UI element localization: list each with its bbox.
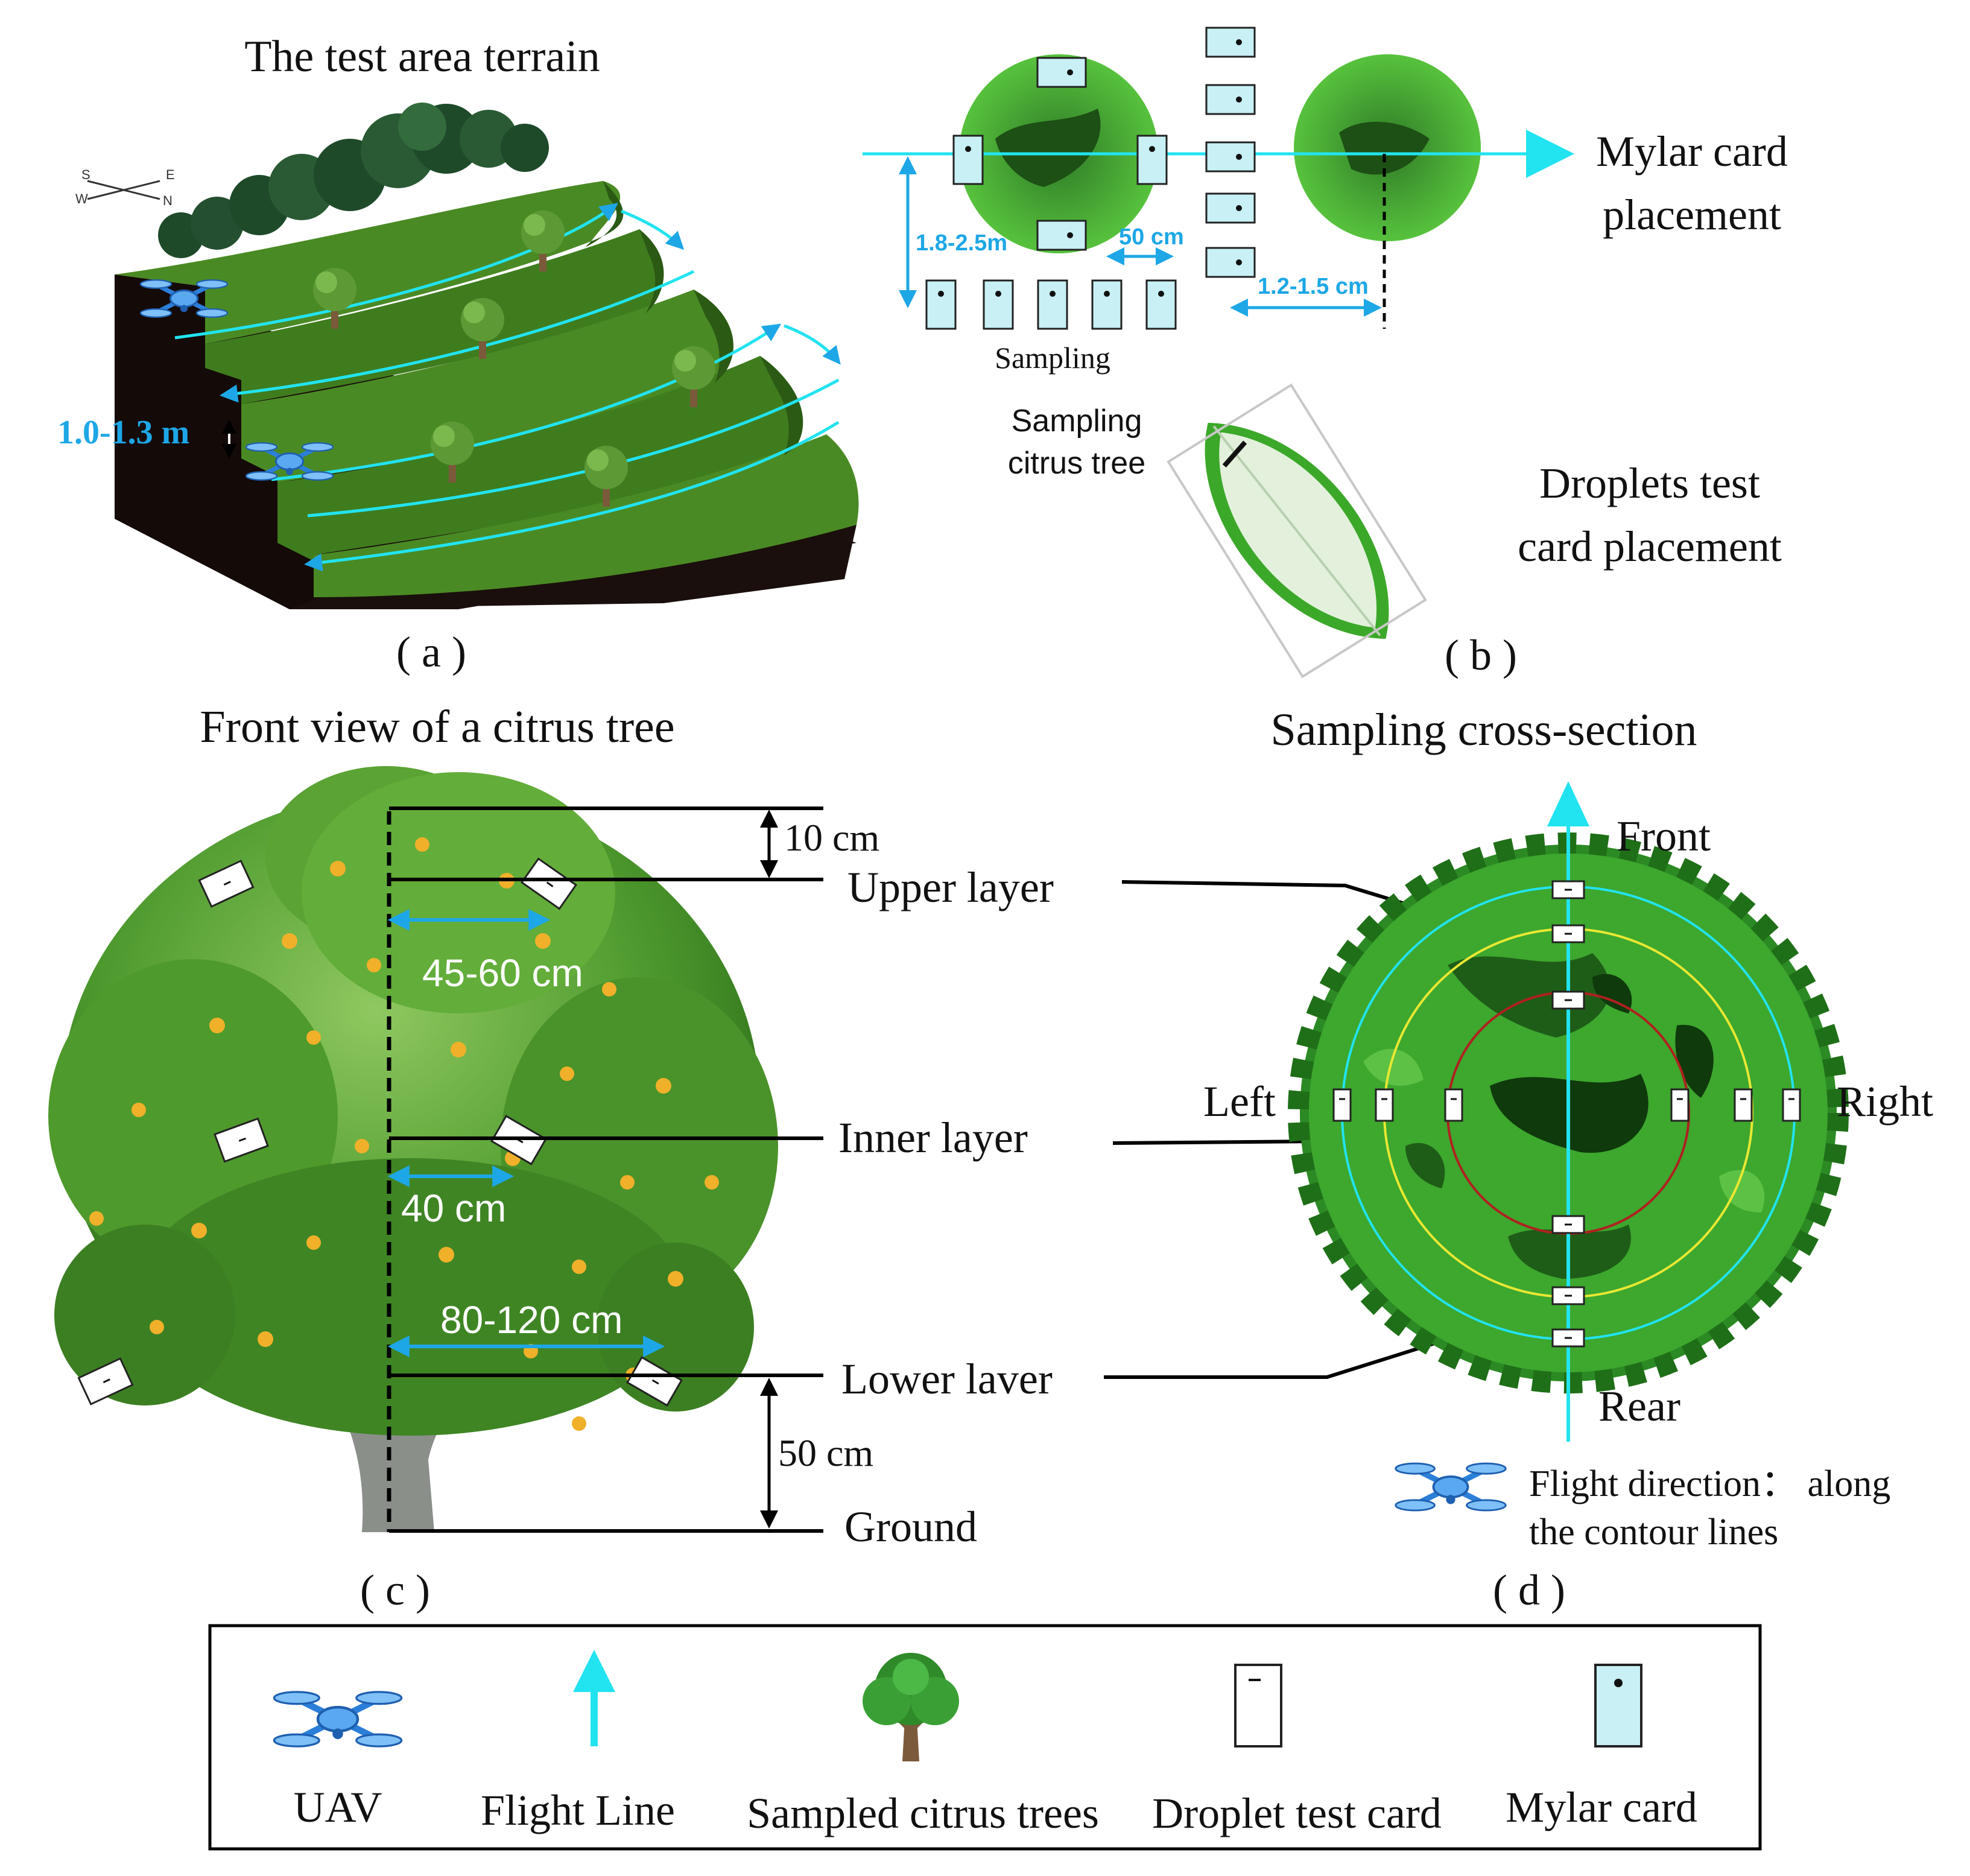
panel-c-title: Front view of a citrus tree: [200, 702, 674, 752]
droplet-placement-label-1: Droplets test: [1539, 459, 1760, 507]
mylar-card: [1205, 192, 1256, 224]
sampling-tree-label-1: Sampling: [1012, 404, 1142, 439]
right-label: Right: [1837, 1077, 1933, 1126]
flight-line-arrowhead: [1526, 130, 1574, 178]
panel-a: The test area terrain: [57, 32, 859, 676]
droplet-placement-label-2: card placement: [1518, 522, 1782, 571]
mylar-card: [1205, 247, 1256, 278]
card-spacing-label: 50 cm: [1119, 224, 1184, 250]
panel-d: Sampling cross-section: [1203, 705, 1933, 1614]
legend-uav-label: UAV: [294, 1783, 382, 1831]
terrace-2: [241, 290, 730, 483]
droplet-card: [214, 1117, 269, 1163]
mylar-card: [1036, 220, 1087, 251]
leaf-with-droplet-card: [1167, 383, 1427, 679]
mylar-card: [925, 279, 957, 330]
legend-flight-line-label: Flight Line: [481, 1786, 675, 1834]
forest: [158, 103, 549, 258]
inner-layer-label: Inner layer: [838, 1114, 1028, 1162]
droplet-card: [77, 1357, 134, 1405]
dim-inner-label: 40 cm: [401, 1187, 506, 1230]
droplet-card: [1551, 1215, 1585, 1234]
mylar-card: [1205, 84, 1256, 115]
sampling-tree-label-2: citrus tree: [1008, 446, 1145, 481]
legend-mylar-card-label: Mylar card: [1506, 1783, 1697, 1831]
droplet-card: [1551, 1286, 1585, 1305]
terrain-flight-lines: [174, 203, 841, 572]
tree-distance-label: 1.2-1.5 cm: [1258, 274, 1369, 299]
flight-line-icon: [573, 1650, 615, 1746]
front-label: Front: [1617, 812, 1711, 860]
sampling-label: Sampling: [995, 341, 1110, 375]
droplet-card: [1551, 1328, 1585, 1348]
droplet-card: [521, 857, 577, 910]
droplet-card: [198, 860, 255, 908]
dim-top-label: 10 cm: [784, 816, 879, 859]
mylar-placement-label-2: placement: [1603, 191, 1781, 239]
upper-layer-label: Upper layer: [847, 863, 1054, 911]
terrace-height-label: 1.0-1.3 m: [57, 414, 189, 451]
panel-c: Front view of a citrus tree: [48, 702, 1509, 1614]
mylar-card: [1036, 57, 1087, 88]
svg-text:W: W: [75, 191, 88, 206]
mylar-card: [1037, 279, 1068, 330]
droplet-card: [1734, 1088, 1753, 1122]
legend: UAV Flight Line Sampled citrus trees Dro…: [208, 1624, 1762, 1851]
mylar-card: [1091, 279, 1123, 330]
flight-line-arrowhead: [1547, 781, 1589, 826]
tree-icon: [863, 1653, 959, 1761]
panel-c-caption: ( c ): [360, 1566, 430, 1614]
compass-icon: S E W N: [75, 167, 175, 208]
mylar-card: [1145, 279, 1177, 330]
dim-ground-label: 50 cm: [778, 1431, 873, 1474]
mylar-card-icon: [1594, 1664, 1642, 1748]
droplet-card: [626, 1356, 683, 1407]
droplet-card: [1551, 924, 1585, 943]
row-spacing-label: 1.8-2.5m: [916, 230, 1007, 256]
panel-b: 1.8-2.5m 50 cm 1.2-1.5 cm Mylar card pla…: [863, 27, 1788, 679]
uav-icon: [1396, 1463, 1506, 1510]
flight-direction-label-2: the contour lines: [1529, 1512, 1778, 1553]
droplet-card: [1551, 990, 1585, 1010]
svg-text:E: E: [166, 167, 175, 182]
droplet-card: [1444, 1088, 1463, 1122]
droplet-card: [1332, 1088, 1352, 1122]
droplet-card: [1375, 1088, 1394, 1122]
mylar-card: [952, 135, 984, 185]
rear-label: Rear: [1598, 1382, 1680, 1430]
mylar-card: [1205, 141, 1256, 173]
panel-a-caption: ( a ): [396, 628, 466, 676]
legend-droplet-card-label: Droplet test card: [1152, 1789, 1442, 1837]
svg-text:S: S: [81, 167, 90, 182]
droplet-card-icon: [1234, 1664, 1282, 1748]
mylar-card: [1136, 135, 1168, 185]
droplet-card: [1551, 880, 1585, 899]
ground-label: Ground: [844, 1503, 977, 1551]
droplet-card: [1782, 1088, 1801, 1122]
dim-upper-label: 45-60 cm: [422, 951, 583, 995]
left-label: Left: [1203, 1077, 1276, 1126]
terrace-3: [277, 356, 801, 561]
dim-lower-label: 80-120 cm: [440, 1298, 622, 1342]
terrace-1: [115, 181, 621, 344]
flight-direction-label-1: Flight direction： along: [1529, 1463, 1890, 1504]
mylar-placement-label-1: Mylar card: [1596, 127, 1788, 176]
panel-d-caption: ( d ): [1493, 1566, 1565, 1614]
svg-text:N: N: [163, 193, 173, 208]
panel-b-caption: ( b ): [1445, 631, 1517, 679]
legend-sampled-trees-label: Sampled citrus trees: [747, 1789, 1099, 1837]
legend-box: [208, 1624, 1762, 1851]
droplet-card: [1670, 1088, 1690, 1122]
tree-canopy: [48, 766, 778, 1436]
lower-layer-label: Lower laver: [841, 1355, 1053, 1403]
mylar-card: [1205, 27, 1256, 58]
panel-a-title: The test area terrain: [244, 32, 600, 81]
mylar-card: [983, 279, 1014, 330]
panel-d-title: Sampling cross-section: [1270, 705, 1697, 755]
